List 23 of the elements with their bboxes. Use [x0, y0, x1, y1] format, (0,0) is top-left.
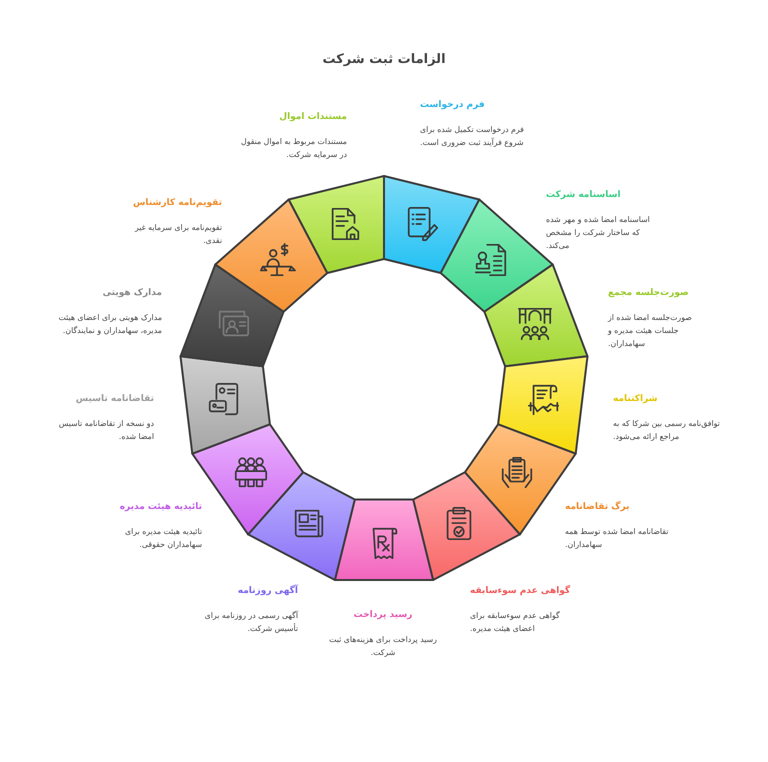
item-heading: اساسنامه شرکت: [546, 189, 621, 202]
item-heading: مستندات اموال: [279, 111, 347, 124]
item-heading: مدارک هویتی: [102, 287, 162, 300]
item-heading: برگ تقاضانامه: [565, 501, 630, 514]
item-heading: صورت‌جلسه مجمع: [608, 287, 689, 300]
item-heading: گواهی عدم سوء‌سابقه: [470, 585, 570, 598]
ring-segment: [483, 264, 588, 368]
ring-segment: [288, 175, 385, 274]
diagram-title: الزامات ثبت شرکت: [322, 52, 446, 67]
item-heading: تقاضانامه تاسیس: [76, 393, 154, 406]
ring-segment: [497, 355, 588, 455]
ring-segment: [247, 471, 356, 581]
item-heading: تقویم‌نامه کارشناس: [133, 197, 222, 210]
item-heading: رسید پرداخت: [354, 609, 412, 622]
ring-segment: [180, 355, 271, 455]
item-heading: آگهی روزنامه: [238, 585, 298, 598]
ring-segment: [412, 471, 521, 581]
ring-segment: [383, 175, 480, 274]
ring-segment: [180, 264, 285, 368]
item-heading: شراکتنامه: [613, 393, 658, 406]
ring-segment: [334, 498, 434, 581]
item-heading: تائیدیه هیئت مدیره: [120, 501, 202, 514]
item-heading: فرم درخواست: [420, 99, 485, 112]
